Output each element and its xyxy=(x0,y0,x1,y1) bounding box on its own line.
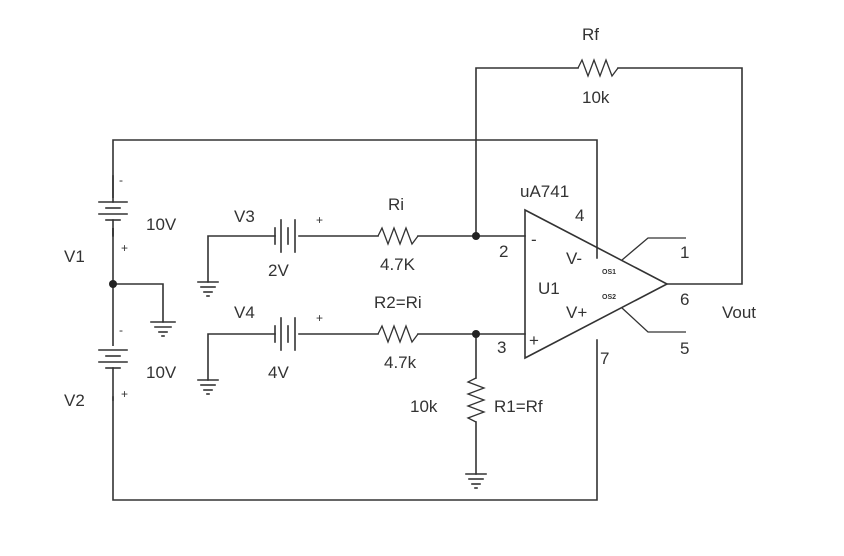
v1-value-label: 10V xyxy=(146,215,177,234)
opamp-pin2-label: 2 xyxy=(499,242,508,261)
resistor-ri xyxy=(377,226,419,246)
opamp-pin6-label: 6 xyxy=(680,290,689,309)
v4-name-label: V4 xyxy=(234,303,255,322)
ground-symbol-supply xyxy=(150,321,176,337)
opamp-pin5-label: 5 xyxy=(680,339,689,358)
battery-v4 xyxy=(274,317,296,351)
opamp-vplus-label: V+ xyxy=(566,303,587,322)
opamp-vminus-label: V- xyxy=(566,249,582,268)
v3-plus-sign: + xyxy=(316,213,323,227)
v1-name-label: V1 xyxy=(64,247,85,266)
v2-value-label: 10V xyxy=(146,363,177,382)
resistor-rf xyxy=(577,58,619,78)
r1-value-label: 10k xyxy=(410,397,438,416)
ri-name-label: Ri xyxy=(388,195,404,214)
v2-plus-sign: + xyxy=(121,387,128,401)
v4-value-label: 4V xyxy=(268,363,289,382)
rf-name-label: Rf xyxy=(582,25,599,44)
v4-plus-sign: + xyxy=(316,311,323,325)
junction-dot xyxy=(472,232,480,240)
offset-null-leads xyxy=(621,237,686,333)
opamp-pin3-label: 3 xyxy=(497,338,506,357)
battery-v2 xyxy=(95,346,131,401)
v4-branch-wires xyxy=(207,333,526,381)
ground-symbol-r1 xyxy=(465,473,487,489)
resistor-r1 xyxy=(466,377,486,423)
opamp-pin4-label: 4 xyxy=(575,206,584,225)
ri-value-label: 4.7K xyxy=(380,255,416,274)
r1-name-label: R1=Rf xyxy=(494,397,543,416)
opamp-plus-sign: + xyxy=(529,331,539,350)
v2-minus-sign: - xyxy=(119,323,123,337)
feedback-wires xyxy=(475,67,743,285)
opamp-os2-label: OS2 xyxy=(602,294,616,301)
v2-name-label: V2 xyxy=(64,391,85,410)
ground-symbol-v4 xyxy=(197,379,219,395)
opamp-pin1-label: 1 xyxy=(680,243,689,262)
battery-v1 xyxy=(95,175,131,237)
junction-dot xyxy=(472,330,480,338)
r2-value-label: 4.7k xyxy=(384,353,417,372)
output-label: Vout xyxy=(722,303,756,322)
v3-branch-wires xyxy=(207,235,526,283)
opamp-pin7-label: 7 xyxy=(600,349,609,368)
opamp-ref-label: U1 xyxy=(538,279,560,298)
opamp-part-label: uA741 xyxy=(520,182,569,201)
rf-value-label: 10k xyxy=(582,88,610,107)
v1-plus-sign: + xyxy=(121,241,128,255)
opamp-triangle xyxy=(524,208,669,360)
v3-value-label: 2V xyxy=(268,261,289,280)
resistor-r2 xyxy=(377,324,419,344)
battery-v3 xyxy=(274,219,296,253)
v3-name-label: V3 xyxy=(234,207,255,226)
junction-dot xyxy=(109,280,117,288)
ground-symbol-v3 xyxy=(197,281,219,297)
opamp-os1-label: OS1 xyxy=(602,269,616,276)
v1-minus-sign: - xyxy=(119,173,123,187)
opamp-minus-sign: - xyxy=(531,230,537,249)
r2-name-label: R2=Ri xyxy=(374,293,422,312)
